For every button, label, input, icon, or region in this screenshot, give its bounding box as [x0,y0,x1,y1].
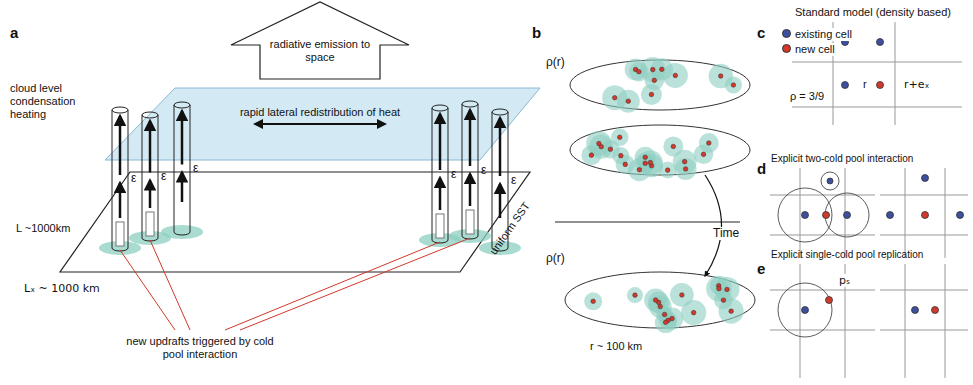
cold-pool-circles [778,172,964,242]
arrow-label: radiative emission to space [262,38,378,64]
grid [770,264,968,378]
symbol: ε [481,164,486,177]
panel-letter: b [532,26,541,39]
symbol: r+eₓ [904,78,929,91]
symbol: ε [131,172,136,185]
panel-letter: a [10,26,18,39]
symbol: ε [161,170,166,183]
symbol: ε [451,168,456,181]
legend-swatch [782,29,791,38]
double-arrow [255,123,385,125]
legend-text: new cell [795,43,835,55]
updraft-group [99,101,521,255]
floor-plane [60,172,530,272]
legend-swatch [782,44,791,53]
leader-lines [120,238,470,330]
panel-title: Explicit single-cold pool replication [771,248,923,261]
density-panel [555,60,755,328]
symbol: ε [511,174,516,187]
panel-letter: e [757,262,765,275]
annotation: Time [712,227,740,240]
emission-arrow: radiative emission to space [230,0,410,80]
cloud-plane [105,88,540,160]
annotation: ρ = 3/9 [790,90,824,103]
dimension: Lₓ ~ 1000 km [24,282,100,295]
annotation: rapid lateral redistribution of heat [240,106,400,119]
symbol: ρ(r) [546,56,565,69]
annotation: cloud level condensation heating [10,82,95,121]
cold-pool-circles [778,283,939,337]
legend-row: existing cell [782,28,854,41]
panel-title: Standard model (density based) [795,6,951,19]
cold-pools [581,57,743,333]
panel-letter: c [757,26,765,39]
panel-letter: d [757,162,766,175]
symbol: r [863,78,867,91]
symbol: ε [193,162,198,175]
legend-text: existing cell [795,28,852,40]
grid [792,22,962,125]
dimension: r ~ 100 km [590,340,642,353]
grid [770,168,968,258]
cells [842,39,884,89]
dimension: L ~1000km [16,222,70,235]
annotation: new updrafts triggered by cold pool inte… [125,335,275,361]
panel-title: Explicit two-cold pool interaction [771,152,913,165]
legend-row: new cell [782,43,837,56]
symbol: pₛ [838,274,851,287]
symbol: ρ(r) [546,252,565,265]
